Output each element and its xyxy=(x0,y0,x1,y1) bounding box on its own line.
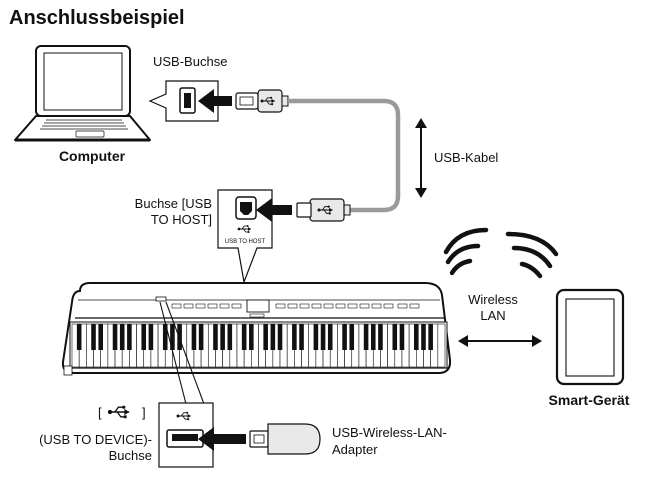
panel-button xyxy=(275,303,286,309)
panel-button xyxy=(219,303,230,309)
usb-to-device-label-line2: Buchse xyxy=(109,448,152,463)
usb-cable xyxy=(288,98,401,213)
panel-button xyxy=(409,303,420,309)
usb-port-label: USB-Buchse xyxy=(153,54,227,69)
piano-black-key xyxy=(270,324,276,350)
smart-device-label: Smart-Gerät xyxy=(549,392,630,408)
wireless-label-line2: LAN xyxy=(480,308,505,323)
piano-black-key xyxy=(227,324,233,350)
wireless-label-line1: Wireless xyxy=(468,292,518,307)
laptop-usb-port-callout xyxy=(148,80,219,122)
piano-black-key xyxy=(119,324,125,350)
piano-black-key xyxy=(299,324,304,350)
piano-black-key xyxy=(292,324,297,350)
wireless-signal-icon xyxy=(505,231,559,279)
page-title: Anschlussbeispiel xyxy=(9,7,185,29)
bracket-open: [ xyxy=(98,405,102,420)
panel-button xyxy=(171,303,182,309)
piano-black-key xyxy=(191,324,197,350)
piano-black-key xyxy=(363,324,369,350)
piano-black-key xyxy=(141,324,147,350)
piano-black-key xyxy=(249,324,254,350)
usb-cable-label: USB-Kabel xyxy=(434,150,498,165)
usb-to-host-callout: USB TO HOST xyxy=(217,189,273,285)
piano-black-key xyxy=(342,324,347,350)
panel-button xyxy=(183,303,194,309)
piano-black-key xyxy=(213,324,218,350)
usb-b-plug xyxy=(296,198,351,222)
piano-black-key xyxy=(378,324,383,350)
piano-black-key xyxy=(170,324,175,350)
panel-button xyxy=(323,303,334,309)
cable-double-arrow xyxy=(415,118,427,198)
piano-black-key xyxy=(198,324,204,350)
piano-black-key xyxy=(320,324,326,350)
piano-black-key xyxy=(392,324,398,350)
panel-button xyxy=(287,303,298,309)
piano-black-key xyxy=(162,324,168,350)
panel-button xyxy=(311,303,322,309)
panel-button xyxy=(299,303,310,309)
piano-white-key xyxy=(437,323,446,368)
usb-to-device-callout xyxy=(158,402,214,468)
usb-wireless-lan-adapter-icon xyxy=(249,423,321,455)
piano-black-key xyxy=(220,324,225,350)
panel-button xyxy=(359,303,370,309)
panel-button xyxy=(397,303,408,309)
piano-black-key xyxy=(241,324,247,350)
usb-to-host-marking: USB TO HOST xyxy=(225,239,266,245)
usb-to-host-label-line2: TO HOST] xyxy=(151,212,212,227)
wireless-signal-icon xyxy=(443,227,489,276)
usb-symbol-icon xyxy=(107,404,130,420)
piano-black-key xyxy=(327,324,333,350)
piano-black-key xyxy=(370,324,376,350)
digital-piano-icon xyxy=(61,282,452,376)
plug-direction-arrow xyxy=(198,427,246,451)
piano-black-key xyxy=(428,324,433,350)
adapter-label-line1: USB-Wireless-LAN- xyxy=(332,425,447,440)
laptop-icon xyxy=(14,45,151,142)
piano-black-key xyxy=(399,324,405,350)
piano-black-key xyxy=(91,324,96,350)
piano-black-key xyxy=(313,324,319,350)
panel-button xyxy=(347,303,358,309)
usb-to-device-label-line1: (USB TO DEVICE)- xyxy=(39,432,152,447)
piano-black-key xyxy=(76,324,82,350)
panel-button xyxy=(195,303,206,309)
adapter-label-line2: Adapter xyxy=(332,442,378,457)
plug-direction-arrow xyxy=(198,89,232,113)
piano-black-key xyxy=(421,324,426,350)
usb-to-host-label-line1: Buchse [USB xyxy=(135,196,212,211)
bracket-close: ] xyxy=(142,405,146,420)
usb-a-plug xyxy=(235,89,289,113)
panel-button xyxy=(383,303,394,309)
piano-black-key xyxy=(349,324,355,350)
callout-leader xyxy=(165,301,205,405)
wireless-double-arrow xyxy=(458,335,542,347)
tablet-icon xyxy=(555,288,625,386)
piano-black-key xyxy=(112,324,118,350)
piano-black-key xyxy=(263,324,268,350)
piano-black-key xyxy=(148,324,154,350)
piano-black-key xyxy=(98,324,103,350)
piano-black-key xyxy=(277,324,283,350)
callout-leader xyxy=(159,301,187,405)
panel-button xyxy=(207,303,218,309)
panel-button xyxy=(371,303,382,309)
piano-black-key xyxy=(127,324,132,350)
plug-direction-arrow xyxy=(256,198,292,222)
panel-button xyxy=(335,303,346,309)
panel-button xyxy=(231,303,242,309)
piano-black-key xyxy=(414,324,419,350)
computer-label: Computer xyxy=(59,148,126,164)
